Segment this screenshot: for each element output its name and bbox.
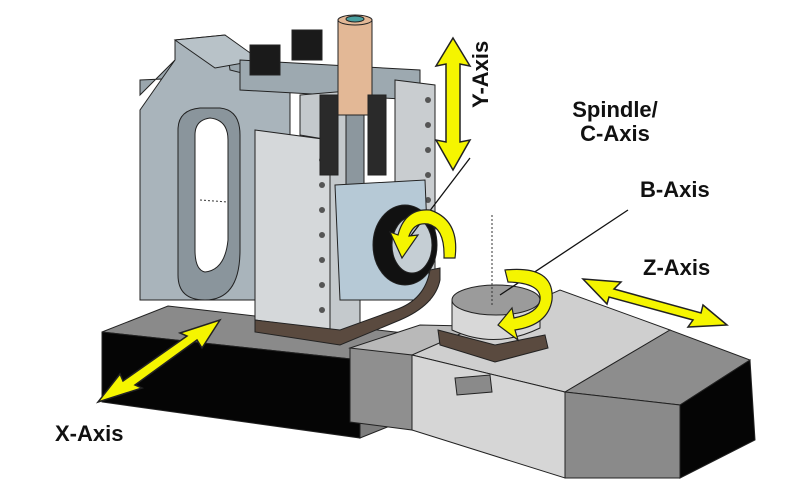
- spindle-head: [319, 14, 438, 301]
- z-axis-arrow: [581, 278, 729, 328]
- column-base-plate: [254, 267, 441, 346]
- y-axis-label: Y-Axis: [468, 40, 493, 108]
- spindle-label-line2: C-Axis: [580, 121, 650, 146]
- b-axis-rotation-arrow: [497, 268, 553, 342]
- spindle-rotation-arrow: [388, 209, 457, 260]
- z-axis-bed: [348, 289, 756, 479]
- x-axis-label: X-Axis: [55, 421, 124, 446]
- b-axis-label: B-Axis: [640, 177, 710, 202]
- spindle-label: Spindle/ C-Axis: [560, 98, 670, 146]
- machine-column: [139, 29, 421, 301]
- z-axis-label: Z-Axis: [643, 255, 711, 280]
- spindle-leader-line: [399, 157, 471, 251]
- x-axis-arrow: [95, 318, 222, 404]
- spindle-label-line1: Spindle/: [572, 97, 658, 122]
- rotary-table: [437, 215, 549, 363]
- y-axis-arrow: [434, 36, 472, 172]
